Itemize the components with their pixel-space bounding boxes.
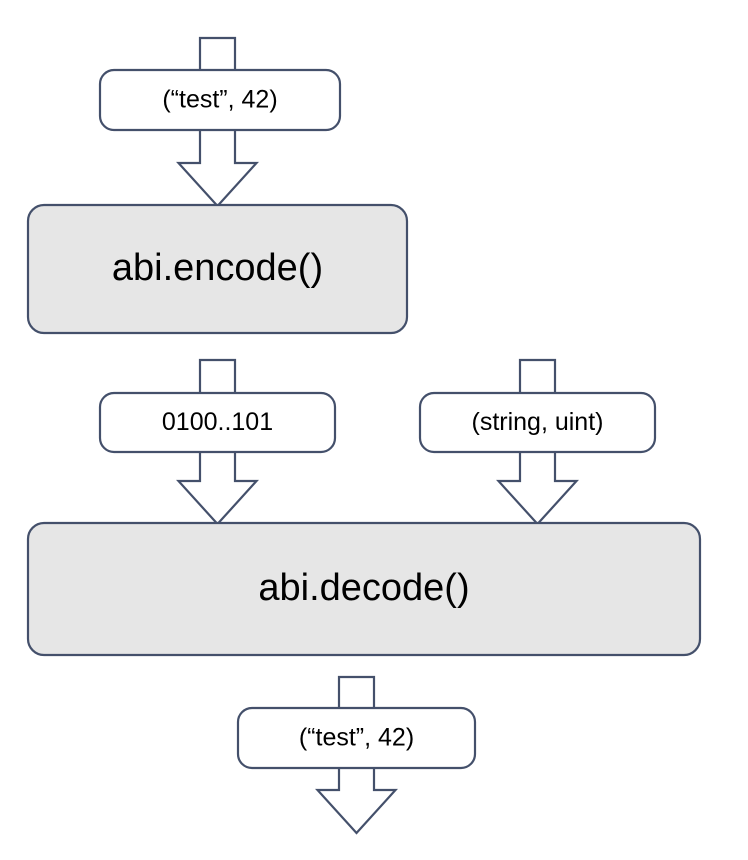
arrow-bytes-to-decode <box>176 451 259 526</box>
node-encoded-bytes: 0100..101 <box>98 391 337 454</box>
node-abi-encode: abi.encode() <box>26 203 409 335</box>
node-label-type-tuple: (string, uint) <box>472 408 604 436</box>
connector-decode-to-output <box>337 675 376 709</box>
connector-types-stub <box>518 358 557 394</box>
node-input-tuple: (“test”, 42) <box>98 68 342 132</box>
process-box <box>26 521 702 657</box>
node-label-abi-decode: abi.decode() <box>258 567 469 609</box>
node-type-tuple: (string, uint) <box>418 391 657 454</box>
node-abi-decode: abi.decode() <box>26 521 702 657</box>
arrow-output-exit <box>315 767 398 835</box>
node-label-output-tuple: (“test”, 42) <box>299 724 414 752</box>
connector-layer <box>176 36 579 835</box>
connector-encode-to-bytes <box>198 358 237 394</box>
node-label-input-tuple: (“test”, 42) <box>162 86 277 114</box>
arrow-types-to-decode <box>496 451 579 526</box>
data-box <box>236 706 477 770</box>
node-label-abi-encode: abi.encode() <box>112 247 323 289</box>
node-label-encoded-bytes: 0100..101 <box>162 408 273 436</box>
connector-entry-stub <box>198 36 237 71</box>
data-box <box>418 391 657 454</box>
arrow-input-to-encode <box>176 129 259 208</box>
data-box <box>98 391 337 454</box>
data-box <box>98 68 342 132</box>
node-layer: (“test”, 42) abi.encode() 0100..101 (string… <box>26 68 702 770</box>
process-box <box>26 203 409 335</box>
node-output-tuple: (“test”, 42) <box>236 706 477 770</box>
